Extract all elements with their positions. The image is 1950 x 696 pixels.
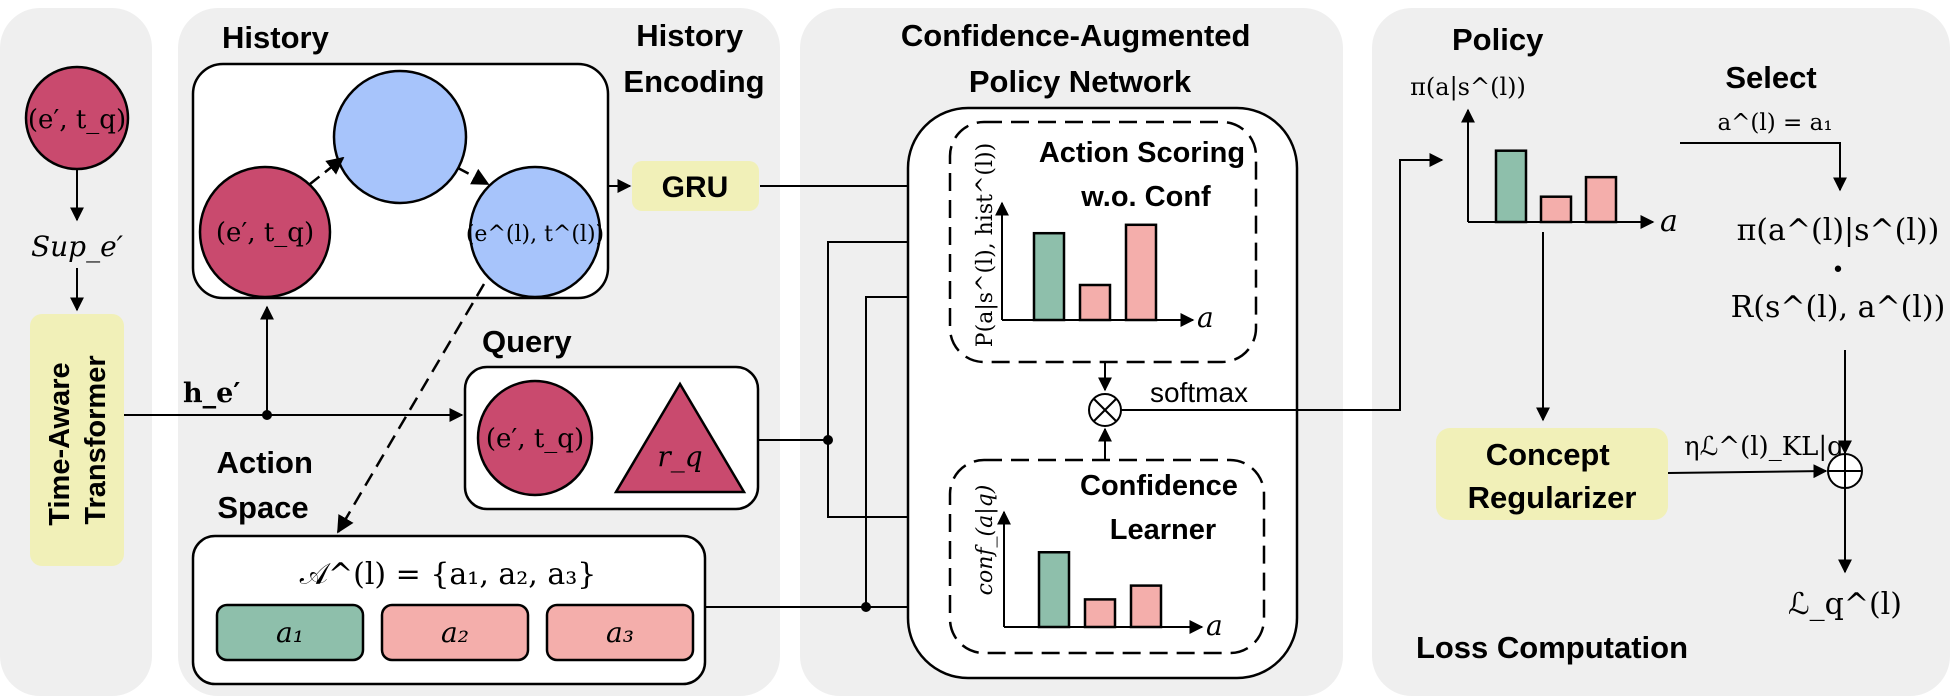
softmax-label: softmax <box>1150 377 1248 408</box>
gru-box <box>632 161 759 211</box>
support-entity-label: (e′, t_q) <box>28 105 126 135</box>
history-edge-1 <box>309 156 345 185</box>
time-aware-transformer-box <box>30 314 124 566</box>
query-relation-label: r_q <box>657 440 702 473</box>
query-relation-triangle <box>613 381 747 494</box>
history-encoding-line1: History <box>636 18 744 53</box>
query-entity-label: (e′, t_q) <box>486 424 584 454</box>
scoring-bar-2 <box>1078 283 1112 322</box>
select-prob: π(a^(l)|s^(l)) <box>1737 213 1940 248</box>
history-edge-2 <box>457 166 490 186</box>
select-equation: a^(l) = a₁ <box>1717 110 1832 136</box>
confidence-title: Confidence Learner <box>1080 470 1246 546</box>
select-title: Select <box>1725 60 1816 95</box>
confidence-bar-1 <box>1037 551 1071 629</box>
query-title: Query <box>482 324 572 359</box>
scoring-xlabel: a <box>1197 301 1214 334</box>
policy-bar-2 <box>1539 195 1573 224</box>
regularizer-line1: Concept <box>1486 437 1610 472</box>
history-title: History <box>222 20 330 55</box>
action-space-title: Action Space <box>216 445 321 525</box>
select-dot: • <box>1832 258 1845 283</box>
policy-title: Policy <box>1452 22 1544 57</box>
concept-regularizer-box <box>1436 428 1668 520</box>
transformer-line1: Time-Aware <box>44 362 76 525</box>
confidence-learner-box <box>948 458 1266 655</box>
history-node-last-label: (e^(l), t^(l)) <box>466 222 604 247</box>
confidence-xlabel: a <box>1206 609 1223 642</box>
action-scoring-line1: Action Scoring <box>1039 137 1245 169</box>
action-a3-box <box>545 603 695 662</box>
loss-label: ℒ_q^(l) <box>1788 587 1902 622</box>
loss-computation-title: Loss Computation <box>1416 630 1688 665</box>
confidence-line2: Learner <box>1110 514 1216 546</box>
history-encoding-line2: Encoding <box>623 64 764 99</box>
policy-ylabel: π(a|s^(l)) <box>1410 73 1526 102</box>
history-node-top <box>332 69 468 205</box>
policy-network-box <box>906 106 1299 680</box>
arrow-regularizer-to-sum <box>1667 464 1828 479</box>
scoring-bar-1 <box>1032 231 1066 322</box>
scoring-bars <box>1032 223 1158 322</box>
regularizer-label: Concept Regularizer <box>1468 437 1637 515</box>
confidence-ylabel: conf_(a|q) <box>973 485 998 596</box>
action-scoring-box <box>948 120 1258 364</box>
confidence-bar-2 <box>1083 598 1117 629</box>
query-entity-node <box>476 379 594 497</box>
policy-xlabel: a <box>1660 204 1678 239</box>
gru-label: GRU <box>662 171 729 204</box>
network-title: Confidence-Augmented Policy Network <box>901 18 1259 99</box>
h-label: h_e′ <box>183 378 240 409</box>
policy-bar-3 <box>1584 175 1618 224</box>
action-scoring-line2: w.o. Conf <box>1080 181 1211 213</box>
arrow-select <box>1680 142 1847 192</box>
history-encoding-title: History Encoding <box>623 18 764 99</box>
action-a2-box <box>380 603 530 662</box>
action-a1-label: a₁ <box>276 616 304 649</box>
sup-label: Sup_e′ <box>31 230 124 263</box>
regularizer-line2: Regularizer <box>1468 480 1637 515</box>
support-entity-node <box>24 65 130 171</box>
transformer-label: Time-Aware Transformer <box>44 354 112 525</box>
policy-bars <box>1494 149 1618 224</box>
confidence-bar-3 <box>1129 584 1163 629</box>
confidence-line1: Confidence <box>1080 470 1238 502</box>
network-title-line1: Confidence-Augmented <box>901 18 1251 53</box>
product-cross-2 <box>1093 398 1117 422</box>
network-title-line2: Policy Network <box>969 64 1192 99</box>
history-node-first <box>198 165 332 299</box>
action-a2-label: a₂ <box>441 616 469 649</box>
action-scoring-title: Action Scoring w.o. Conf <box>1039 137 1253 213</box>
history-node-first-label: (e′, t_q) <box>216 218 314 248</box>
action-set-label: 𝒜^(l) = {a₁, a₂, a₃} <box>300 557 597 592</box>
scoring-ylabel: P(a|s^(l), hist^(l)) <box>973 143 998 347</box>
action-a3-label: a₃ <box>606 616 634 649</box>
scoring-bar-3 <box>1124 223 1158 322</box>
action-space-line1: Action <box>216 445 312 480</box>
select-reward: R(s^(l), a^(l)) <box>1731 290 1946 325</box>
action-space-line2: Space <box>217 490 308 525</box>
dashed-arrow-to-action-space <box>336 283 486 534</box>
action-a1-box <box>215 603 365 662</box>
policy-bar-1 <box>1494 149 1528 224</box>
confidence-bars <box>1037 551 1163 629</box>
arrow-softmax-to-policy <box>1121 153 1444 411</box>
history-node-last <box>468 165 602 299</box>
transformer-line2: Transformer <box>80 355 112 524</box>
kl-label: ηℒ^(l)_KL|q <box>1684 432 1844 462</box>
